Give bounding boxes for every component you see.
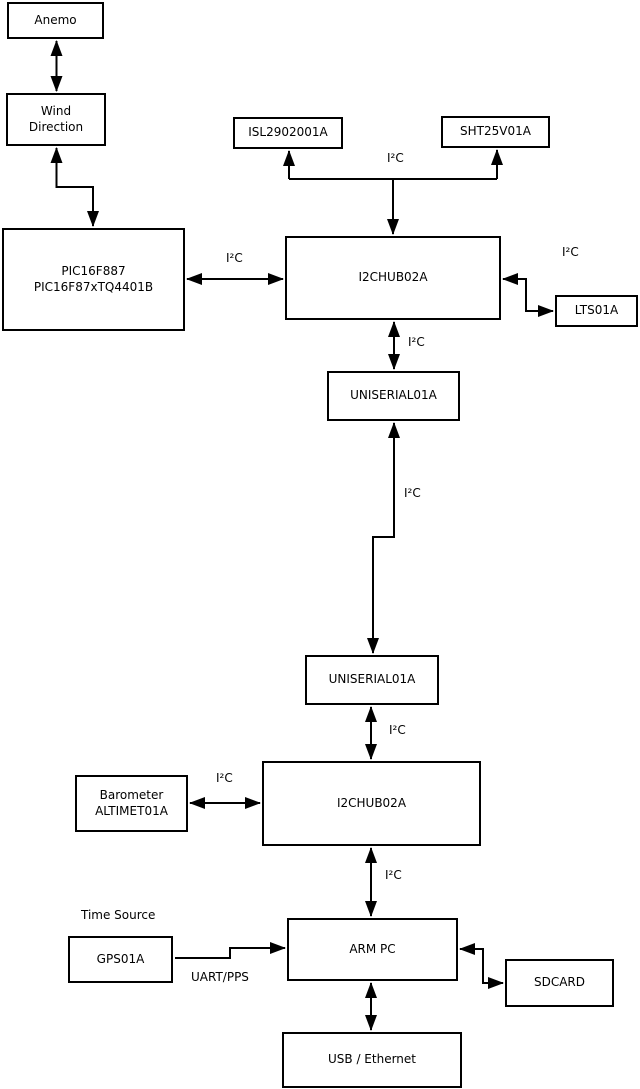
node-uniserial-1-label: UNISERIAL01A bbox=[350, 388, 437, 403]
node-sdcard-label: SDCARD bbox=[533, 975, 586, 990]
edge-label-time-source: Time Source bbox=[81, 908, 156, 922]
node-i2chub-2: I2CHUB02A bbox=[262, 761, 481, 846]
node-arm-pc: ARM PC bbox=[287, 918, 458, 981]
edge-label-i2c-hub2-arm: I²C bbox=[385, 868, 402, 882]
node-sdcard: SDCARD bbox=[505, 959, 614, 1007]
edge-label-i2c-hub1-uniserial: I²C bbox=[408, 335, 425, 349]
node-i2chub-2-label: I2CHUB02A bbox=[336, 795, 407, 810]
node-isl-label: ISL2902001A bbox=[248, 125, 328, 140]
node-uniserial-2: UNISERIAL01A bbox=[305, 655, 439, 705]
node-pic: PIC16F887 PIC16F87xTQ4401B bbox=[2, 228, 185, 331]
node-anemo-label: Anemo bbox=[34, 12, 77, 27]
node-lts: LTS01A bbox=[555, 295, 638, 327]
node-barometer-label-line2: ALTIMET01A bbox=[95, 803, 168, 818]
node-pic-label-line1: PIC16F887 bbox=[61, 264, 126, 279]
connector-uniserial1-uniserial2 bbox=[367, 422, 400, 654]
node-wind-direction-label-line2: Direction bbox=[28, 119, 84, 134]
node-pic-label-line2: PIC16F87xTQ4401B bbox=[33, 279, 154, 294]
node-sht: SHT25V01A bbox=[441, 116, 550, 148]
node-barometer-label-line1: Barometer bbox=[99, 788, 164, 803]
node-gps-label: GPS01A bbox=[96, 951, 145, 966]
node-wind-direction: Wind Direction bbox=[6, 93, 106, 146]
edge-label-i2c-pic-link: I²C bbox=[226, 251, 243, 265]
node-lts-label: LTS01A bbox=[574, 303, 619, 318]
node-gps: GPS01A bbox=[68, 936, 173, 983]
node-barometer: Barometer ALTIMET01A bbox=[75, 775, 188, 832]
node-arm-pc-label: ARM PC bbox=[349, 941, 396, 956]
edge-label-i2c-barometer-link: I²C bbox=[216, 771, 233, 785]
node-wind-direction-label-line1: Wind bbox=[40, 104, 72, 119]
edge-label-i2c-uniserial-hub2: I²C bbox=[389, 723, 406, 737]
edge-label-i2c-lts-link: I²C bbox=[562, 245, 579, 259]
node-isl: ISL2902001A bbox=[233, 117, 343, 149]
connector-hub1-lts bbox=[502, 273, 554, 317]
connector-wind-pic bbox=[50, 147, 99, 227]
node-uniserial-2-label: UNISERIAL01A bbox=[328, 672, 416, 687]
edge-label-i2c-top-bus: I²C bbox=[387, 151, 404, 165]
node-usb-ethernet: USB / Ethernet bbox=[282, 1032, 462, 1088]
connector-gps-armpc bbox=[175, 942, 286, 959]
node-i2chub-1-label: I2CHUB02A bbox=[358, 270, 428, 285]
node-i2chub-1: I2CHUB02A bbox=[285, 236, 501, 320]
node-sht-label: SHT25V01A bbox=[460, 124, 531, 139]
connector-armpc-sdcard bbox=[459, 943, 504, 989]
node-uniserial-1: UNISERIAL01A bbox=[327, 371, 460, 421]
edge-label-uart-pps: UART/PPS bbox=[191, 970, 249, 984]
node-usb-ethernet-label: USB / Ethernet bbox=[328, 1052, 416, 1067]
edge-label-i2c-long-link: I²C bbox=[404, 486, 421, 500]
node-anemo: Anemo bbox=[7, 2, 104, 39]
